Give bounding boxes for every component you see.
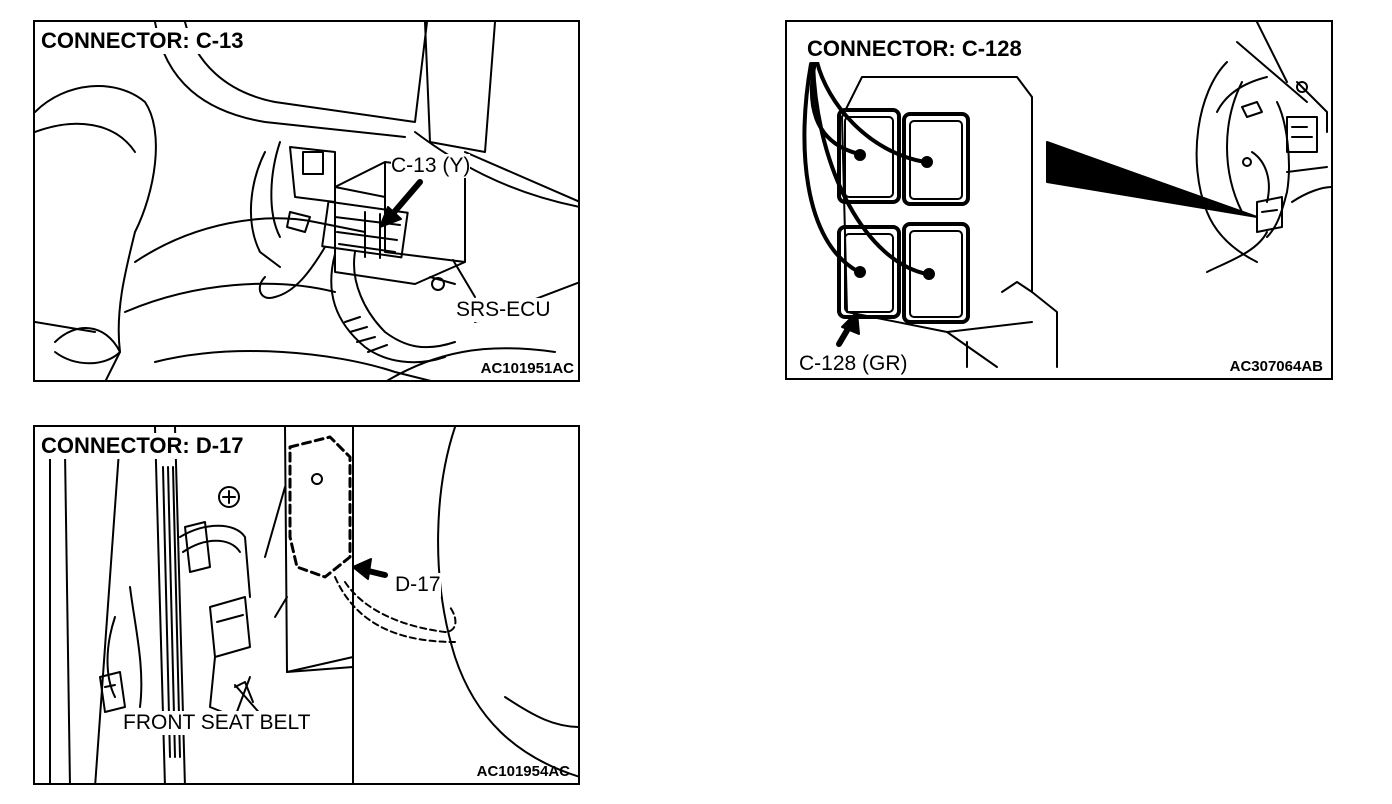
panel-connector-d17: CONNECTOR: D-17 D-17 FRONT SEAT BELT AC1… [33, 425, 580, 785]
c13-illustration [35, 22, 578, 380]
c128-illustration [802, 22, 1331, 368]
panel-connector-c128: CONNECTOR: C-128 C-128 (GR) AC307064AB [785, 20, 1333, 380]
figure-code: AC101954AC [476, 763, 570, 780]
ecu-label: SRS-ECU [456, 298, 551, 322]
figure-code: AC307064AB [1229, 358, 1323, 375]
connector-label: C-13 (Y) [391, 154, 471, 178]
panel-title: CONNECTOR: D-17 [37, 433, 248, 459]
connector-label: C-128 (GR) [799, 352, 908, 376]
panel-title: CONNECTOR: C-13 [37, 28, 248, 54]
figure-code: AC101951AC [480, 360, 574, 377]
connector-label: D-17 [395, 573, 441, 597]
panel-title: CONNECTOR: C-128 [803, 36, 1026, 62]
panel-connector-c13: CONNECTOR: C-13 C-13 (Y) SRS-ECU AC10195… [33, 20, 580, 382]
part-label: FRONT SEAT BELT [123, 711, 311, 735]
